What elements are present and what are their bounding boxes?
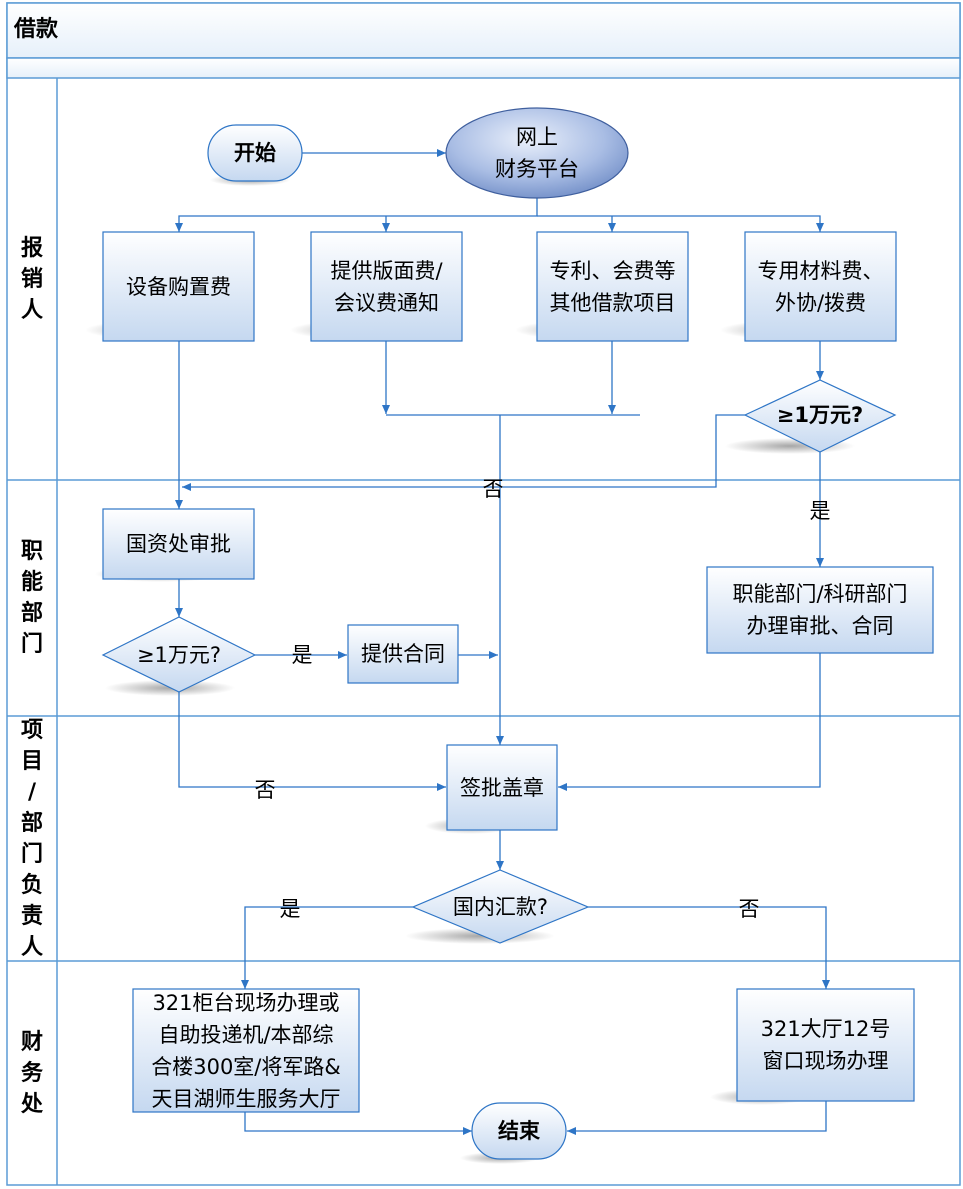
edge-label-domestic-no: 否 xyxy=(738,897,760,921)
end-label: 结束 xyxy=(498,1119,540,1143)
edge-label-mid-no: 否 xyxy=(254,778,276,802)
nodes xyxy=(101,107,934,1160)
lane-label-functional: 职 能 部 门 xyxy=(20,539,43,657)
end-terminator xyxy=(471,1102,567,1160)
domestic-diamond xyxy=(411,869,590,944)
hall-to-end-arrow xyxy=(567,1101,827,1135)
platform-ellipse xyxy=(445,107,629,199)
materials-box xyxy=(744,231,897,342)
equipment-box xyxy=(102,231,255,342)
patent-fee-label: 专利、会费等 其他借款项目 xyxy=(549,258,676,315)
decision-mid-diamond xyxy=(101,616,257,693)
layout-fee-label: 提供版面费/ 会议费通知 xyxy=(330,258,443,315)
decision-mid-no-arrow xyxy=(178,692,446,791)
decision-top-no-arrow xyxy=(182,414,745,491)
domestic-label: 国内汇款? xyxy=(452,895,549,919)
lane-label-leader: 项 目 / 部 门 负 责 人 xyxy=(20,717,43,960)
counter-to-end-arrow xyxy=(244,1112,472,1135)
state-asset-label: 国资处审批 xyxy=(126,532,231,556)
page-title: 借款 xyxy=(14,17,59,42)
decision-top-label: ≥1万元? xyxy=(776,403,864,427)
contract-box xyxy=(347,624,459,684)
domestic-no-arrow xyxy=(588,906,830,989)
dept-approval-label: 职能部门/科研部门 办理审批、合同 xyxy=(732,582,908,638)
layout-fee-box xyxy=(310,231,463,342)
domestic-yes-arrow xyxy=(241,906,413,989)
materials-label: 专用材料费、 外协/拨费 xyxy=(757,258,884,315)
dept-approval-box xyxy=(706,566,934,654)
sign-seal-box xyxy=(446,744,558,831)
edge-label-top-no: 否 xyxy=(482,477,504,501)
platform-to-equipment-arrow xyxy=(175,197,538,232)
state-asset-box xyxy=(102,508,255,580)
decision-top-diamond xyxy=(743,379,897,453)
sign-seal-label: 签批盖章 xyxy=(460,775,544,800)
patent-fee-box xyxy=(536,231,689,342)
lane-label-finance: 财 务 处 xyxy=(20,1029,43,1117)
platform-to-materials-arrow xyxy=(537,215,824,232)
edge-label-mid-yes: 是 xyxy=(291,643,313,667)
lane-label-applicant: 报 销 人 xyxy=(20,235,43,323)
title-bar xyxy=(6,2,961,59)
hall-321-box xyxy=(736,988,915,1102)
header-strip xyxy=(6,57,961,79)
counter-321-label: 321柜台现场办理或 自助投递机/本部综 合楼300室/将军路& 天目湖师生服务… xyxy=(151,990,341,1111)
edge-label-domestic-yes: 是 xyxy=(279,897,301,921)
connectors xyxy=(175,149,830,1135)
hall-321-label: 321大厅12号 窗口现场办理 xyxy=(760,1017,891,1073)
counter-321-box xyxy=(132,988,360,1113)
platform-label: 网上 财务平台 xyxy=(495,125,579,181)
decision-mid-label: ≥1万元? xyxy=(136,643,222,667)
deptapproval-to-sign-arrow xyxy=(558,653,821,791)
lane-dividers xyxy=(7,78,960,1185)
contract-label: 提供合同 xyxy=(361,642,445,666)
start-terminator xyxy=(207,124,303,182)
start-label: 开始 xyxy=(234,141,276,165)
edge-label-top-yes: 是 xyxy=(809,499,831,523)
equipment-label: 设备购置费 xyxy=(126,274,231,299)
